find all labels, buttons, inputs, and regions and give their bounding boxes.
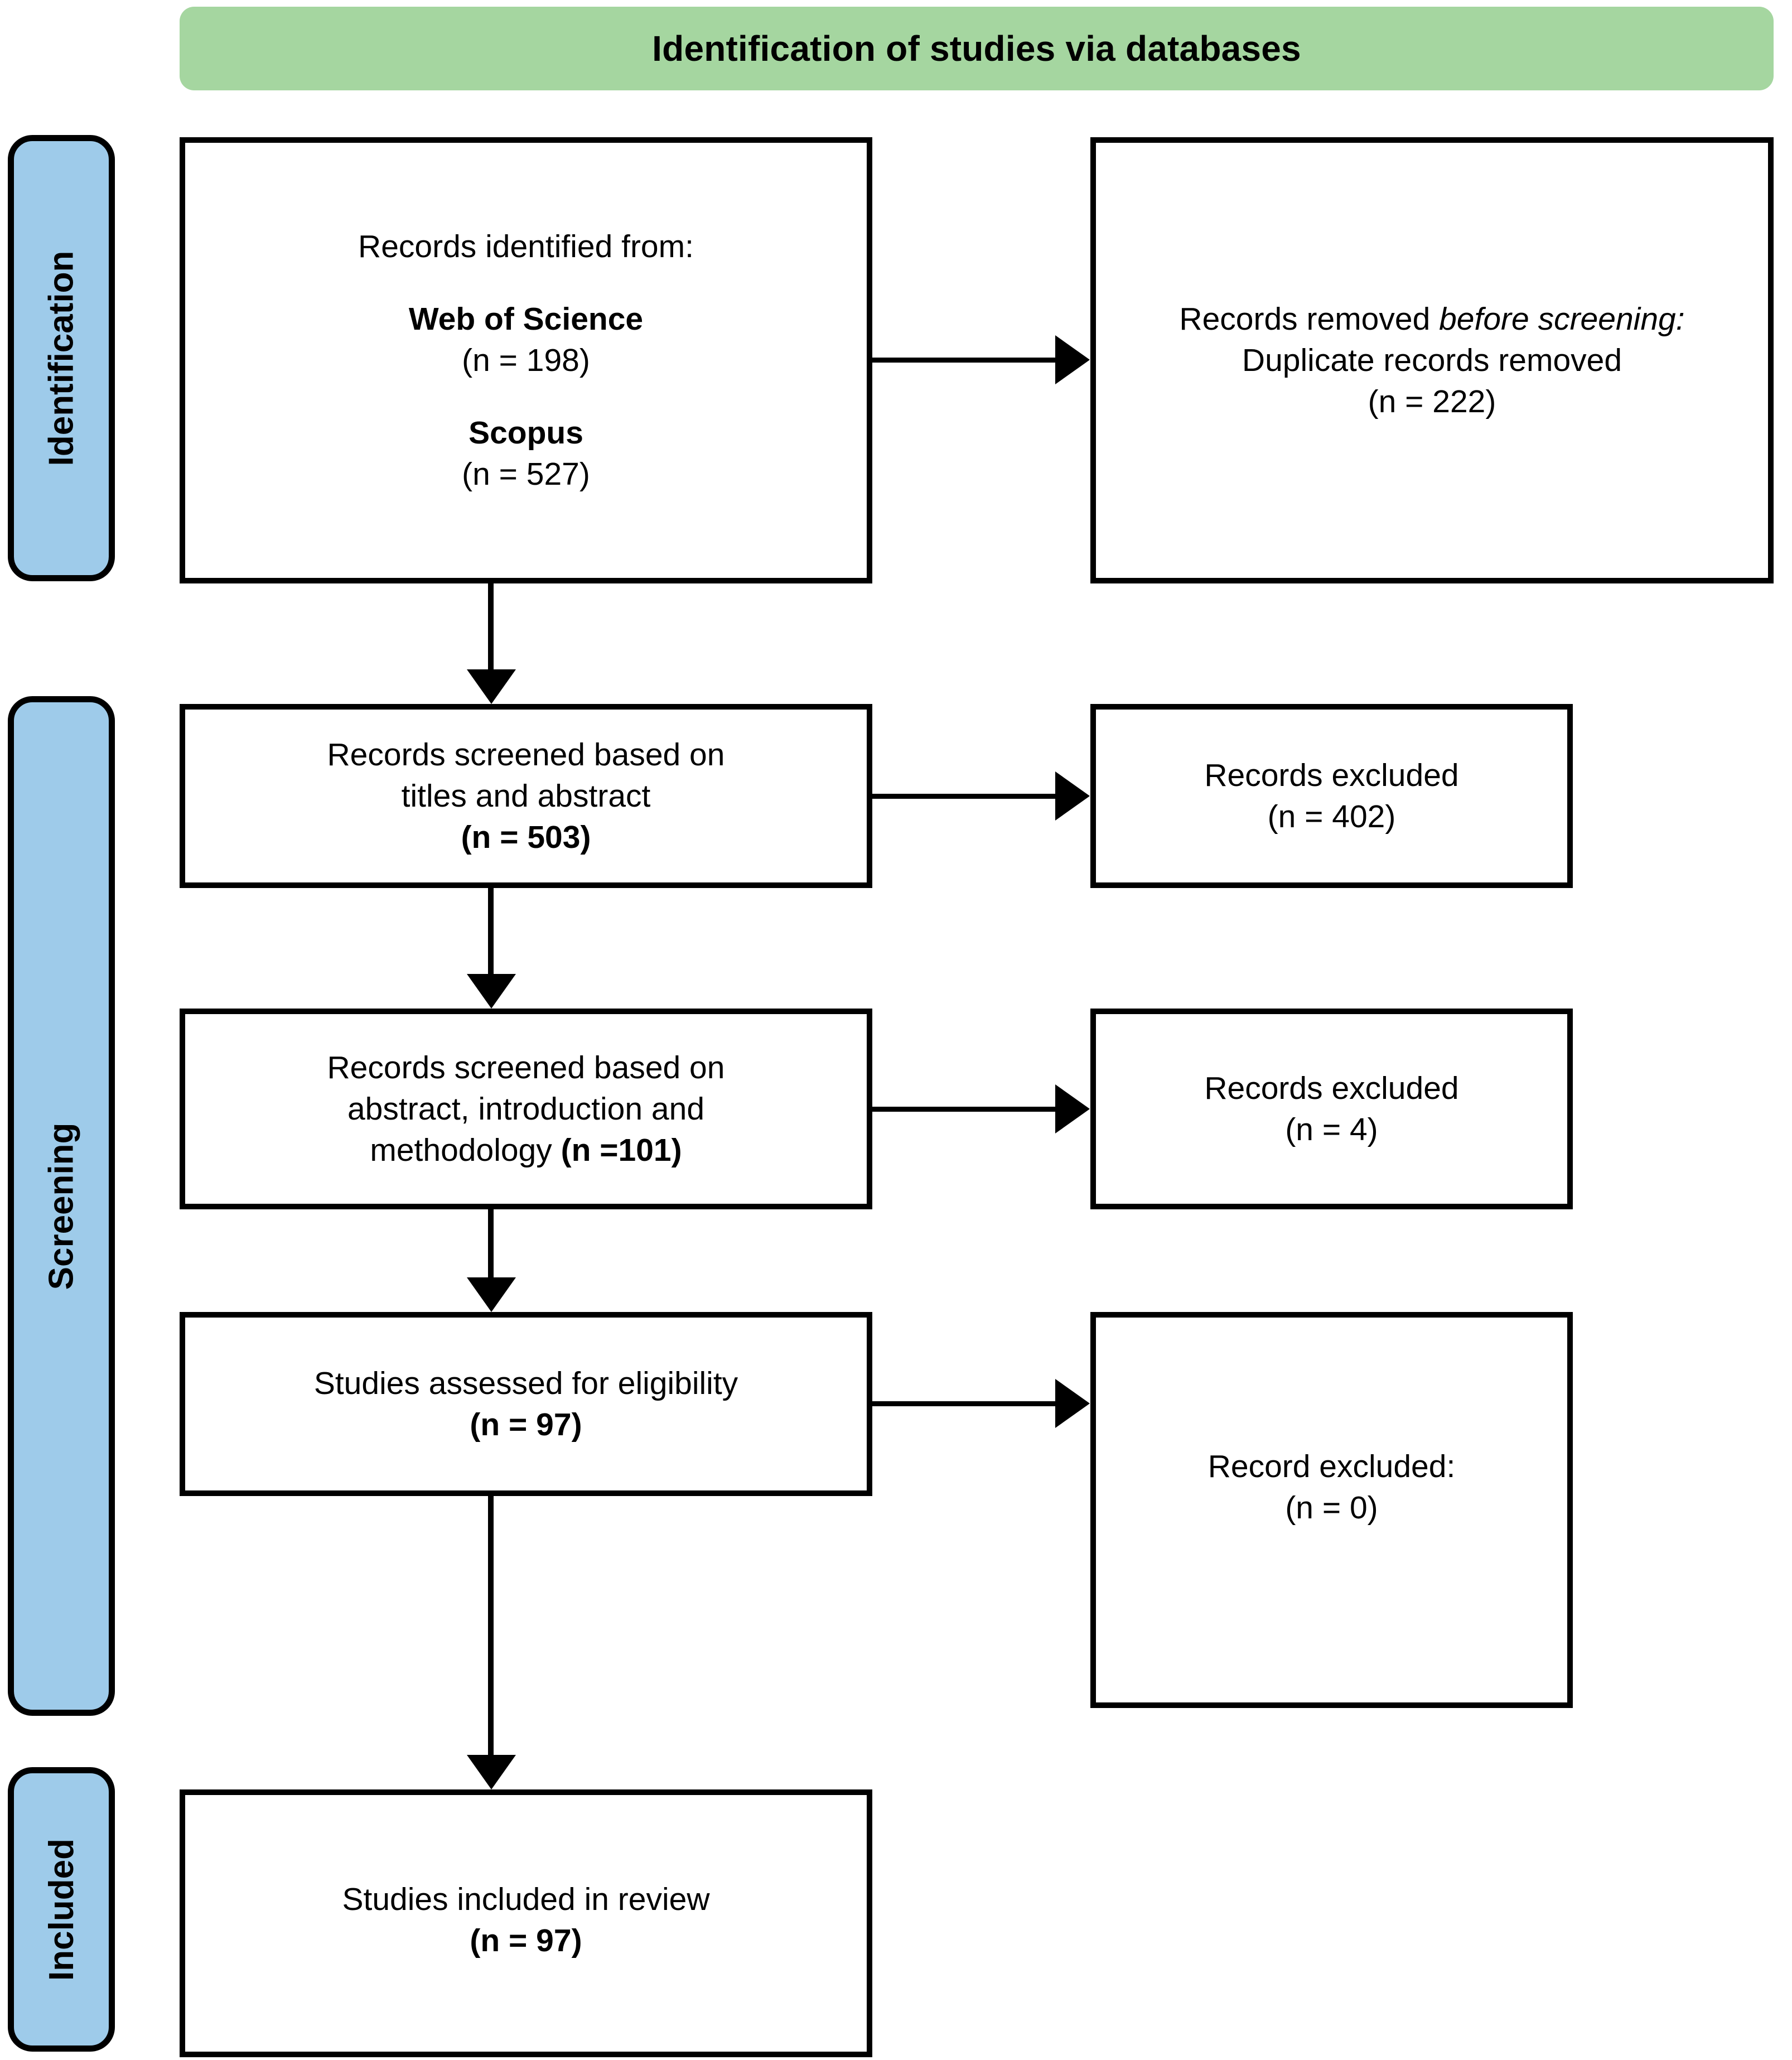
stage-label-identification-text: Identification [42, 250, 81, 466]
records-removed-emphasis: before screening [1439, 301, 1676, 337]
connector-screen1-to-screen2 [488, 888, 494, 976]
box-records-screened-abstract-intro-methodology: Records screened based on abstract, intr… [180, 1009, 872, 1209]
records-removed-heading: Records removed before screening: [1179, 298, 1684, 340]
records-removed-prefix: Records removed [1179, 301, 1440, 337]
arrowhead-right-to-excluded1 [1055, 771, 1090, 821]
stage-label-identification: Identification [8, 135, 115, 581]
connector-screen2-to-eligibility [488, 1209, 494, 1281]
record-excluded-count: (n = 0) [1285, 1490, 1378, 1526]
header-banner: Identification of studies via databases [180, 7, 1774, 90]
records-removed-suffix: : [1675, 301, 1685, 337]
excluded-method-label: Records excluded [1204, 1070, 1459, 1106]
screened-titles-line2: titles and abstract [401, 778, 651, 814]
arrowhead-down-to-screen1 [467, 669, 516, 704]
included-count: (n = 97) [470, 1923, 582, 1959]
eligibility-count: (n = 97) [470, 1407, 582, 1443]
source-scopus-name: Scopus [468, 415, 583, 451]
screened-method-line2: abstract, introduction and [347, 1091, 705, 1127]
arrowhead-right-to-excluded3 [1055, 1379, 1090, 1428]
stage-label-included-text: Included [42, 1838, 81, 1981]
screened-method-count: (n =101) [561, 1132, 682, 1169]
arrowhead-down-to-screen2 [467, 974, 516, 1009]
arrowhead-down-to-eligibility [467, 1277, 516, 1312]
included-label: Studies included in review [342, 1882, 710, 1917]
excluded-titles-label: Records excluded [1204, 757, 1459, 793]
arrowhead-right-to-excluded2 [1055, 1084, 1090, 1133]
stage-label-included: Included [8, 1767, 115, 2052]
record-excluded-label: Record excluded: [1207, 1449, 1456, 1484]
box-studies-included-in-review: Studies included in review (n = 97) [180, 1789, 872, 2057]
box-records-identified: Records identified from: Web of Science … [180, 137, 872, 583]
connector-identified-to-removed [872, 358, 1056, 363]
connector-identified-to-screen1 [488, 583, 494, 673]
connector-eligibility-to-excluded3 [872, 1401, 1056, 1406]
stage-label-screening: Screening [8, 696, 115, 1716]
box-records-excluded-abstract-intro-methodology: Records excluded (n = 4) [1090, 1009, 1573, 1209]
duplicate-records-removed-count: (n = 222) [1368, 384, 1496, 420]
box-records-excluded-titles-abstract: Records excluded (n = 402) [1090, 704, 1573, 888]
screened-titles-count: (n = 503) [461, 819, 591, 856]
source-web-of-science-name: Web of Science [408, 301, 644, 337]
source-scopus-count: (n = 527) [462, 456, 590, 493]
connector-eligibility-to-included [488, 1496, 494, 1758]
connector-screen1-to-excluded1 [872, 794, 1056, 799]
eligibility-label: Studies assessed for eligibility [313, 1365, 738, 1401]
screened-method-line3-prefix: methodology [370, 1132, 561, 1169]
source-web-of-science-count: (n = 198) [462, 342, 590, 378]
box-record-excluded-eligibility: Record excluded: (n = 0) [1090, 1312, 1573, 1708]
records-identified-heading: Records identified from: [358, 228, 694, 264]
excluded-method-count: (n = 4) [1285, 1112, 1378, 1147]
excluded-titles-count: (n = 402) [1267, 799, 1396, 834]
arrowhead-down-to-included [467, 1755, 516, 1789]
screened-titles-line1: Records screened based on [327, 736, 725, 773]
duplicate-records-removed-label: Duplicate records removed [1242, 342, 1622, 378]
banner-title: Identification of studies via databases [652, 28, 1301, 69]
box-studies-assessed-for-eligibility: Studies assessed for eligibility (n = 97… [180, 1312, 872, 1496]
box-records-removed-before-screening: Records removed before screening: Duplic… [1090, 137, 1774, 583]
arrowhead-right-to-removed [1055, 335, 1090, 384]
connector-screen2-to-excluded2 [872, 1107, 1056, 1112]
box-records-screened-titles-abstract: Records screened based on titles and abs… [180, 704, 872, 888]
stage-label-screening-text: Screening [42, 1122, 81, 1290]
screened-method-line1: Records screened based on [327, 1049, 725, 1086]
screened-method-line3: methodology (n =101) [370, 1130, 682, 1171]
